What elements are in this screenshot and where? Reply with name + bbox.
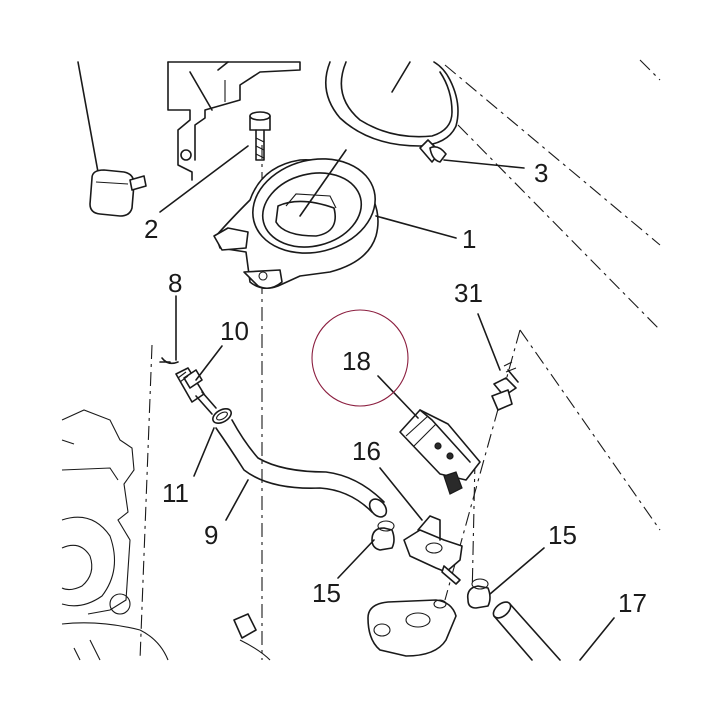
mounting-bracket (167, 61, 301, 181)
callout-16: 16 (352, 436, 381, 466)
sensor-part-18 (377, 375, 481, 495)
callout-10: 10 (220, 316, 249, 346)
callout-11: 11 (162, 478, 189, 508)
screw-part-31 (477, 313, 519, 411)
callout-18: 18 (342, 346, 371, 376)
clip-part-11 (212, 407, 232, 425)
base-bracket (367, 599, 457, 657)
hose-clamp-part-15-right (466, 578, 491, 609)
fitting-part-10 (175, 367, 217, 415)
callout-2: 2 (144, 214, 158, 244)
callout-31: 31 (454, 278, 483, 308)
callout-15-left: 15 (312, 578, 341, 608)
engine-casing (61, 409, 271, 661)
callout-17: 17 (618, 588, 647, 618)
callout-9: 9 (204, 520, 218, 550)
bolt-part-2 (249, 111, 271, 161)
bracket-part-16 (403, 515, 463, 585)
callout-labels: 1 2 3 8 9 10 11 15 15 16 17 18 31 (144, 158, 647, 618)
intake-adapter-part-1 (213, 149, 379, 290)
hose-clamp-part-15-left (371, 520, 395, 551)
leader-lines (159, 145, 615, 661)
callout-3: 3 (534, 158, 548, 188)
centre-lines (139, 59, 661, 661)
knob-part (77, 61, 147, 217)
hose-clamp-part-3 (324, 61, 459, 163)
highlight-circle (311, 309, 409, 407)
hose-part-9 (215, 419, 388, 518)
callout-8: 8 (168, 268, 182, 298)
callout-1: 1 (462, 224, 476, 254)
callout-15-right: 15 (548, 520, 577, 550)
clip-part-8 (159, 357, 179, 365)
hose-part-17 (492, 601, 561, 661)
